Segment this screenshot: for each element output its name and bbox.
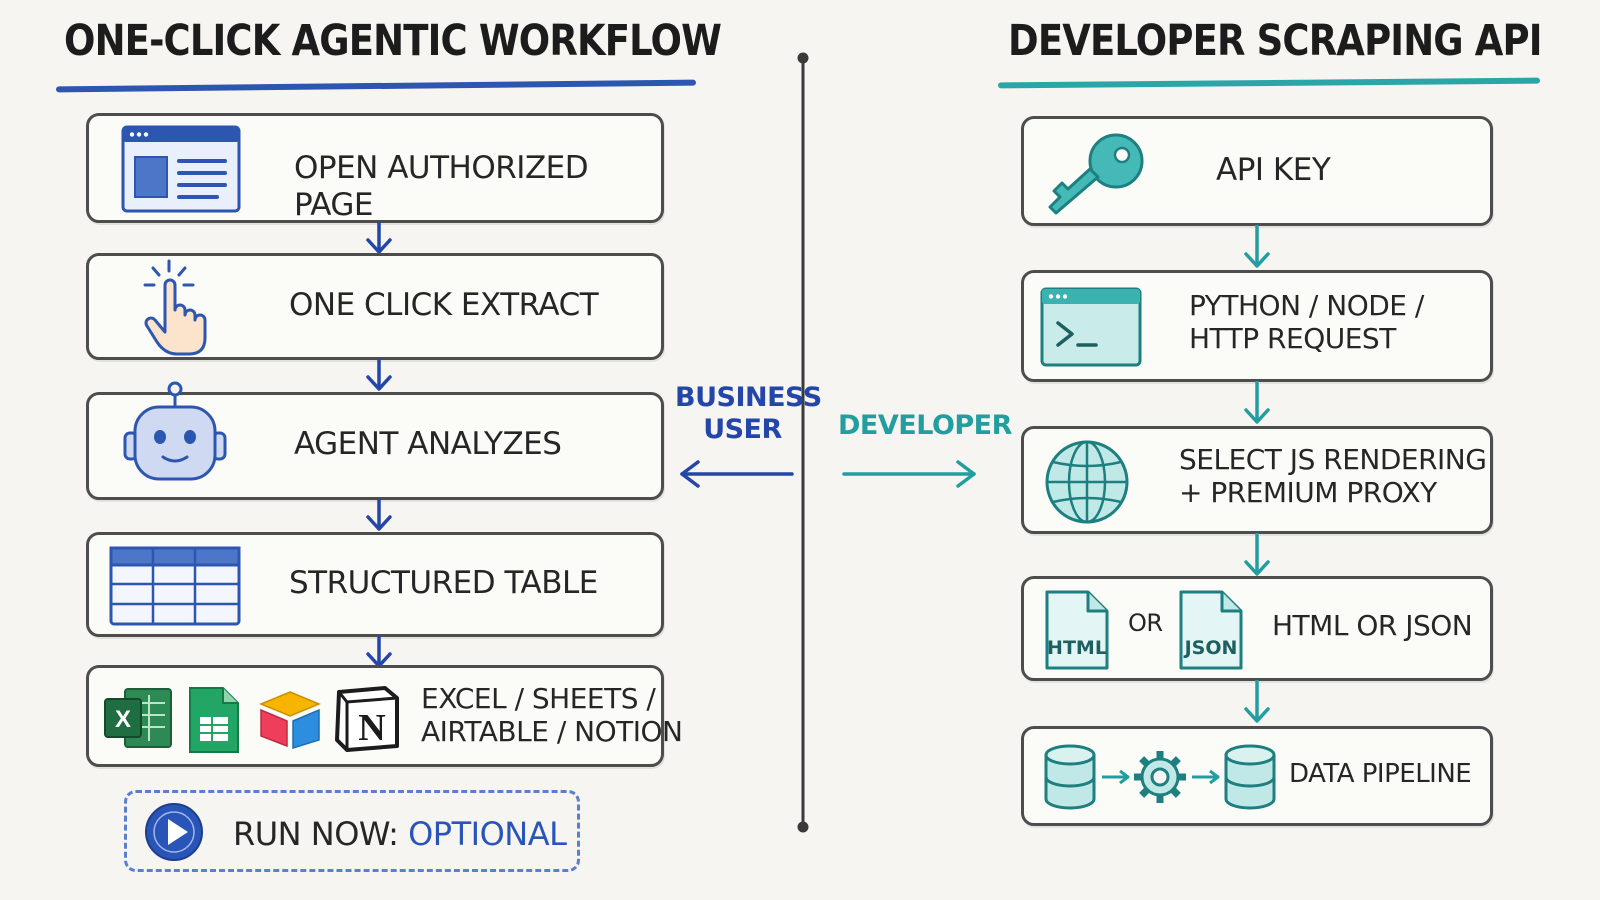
html-file-icon: HTML (1044, 589, 1110, 671)
gear-icon (1134, 751, 1186, 803)
run-now-key: RUN NOW: (233, 815, 399, 853)
business-user-line: BUSINESS (675, 382, 822, 413)
table-icon (109, 546, 241, 626)
robot-icon (123, 381, 227, 481)
step-label: STRUCTURED TABLE (289, 565, 598, 601)
run-now-value: OPTIONAL (408, 815, 567, 853)
run-now-text: RUN NOW: OPTIONAL (233, 815, 567, 853)
json-file-icon: JSON (1178, 589, 1244, 671)
right-arrow (842, 460, 976, 488)
left-panel-title: ONE-CLICK AGENTIC WORKFLOW (64, 16, 722, 66)
database-icon (1224, 744, 1276, 810)
left-arrow (680, 460, 794, 488)
step-label-line: HTTP REQUEST (1189, 322, 1396, 356)
step-label-line: SELECT JS RENDERING (1179, 443, 1487, 476)
step-one-click-extract: ONE CLICK EXTRACT (86, 253, 664, 360)
step-agent-analyzes: AGENT ANALYZES (86, 381, 664, 500)
step-export-destinations: X N EXCEL / SHEETS / AIRTABLE / NOTION (86, 665, 683, 767)
developer-label: DEVELOPER (838, 410, 1012, 441)
step-open-authorized-page: OPEN AUTHORIZED PAGE (86, 113, 664, 223)
down-arrow (366, 499, 392, 531)
play-icon (145, 803, 203, 861)
center-divider (797, 52, 809, 833)
file-shape (1179, 590, 1243, 670)
step-label-line: EXCEL / SHEETS / (421, 682, 656, 715)
json-file-label: JSON (1184, 637, 1238, 659)
step-label-line: AIRTABLE / NOTION (421, 715, 683, 749)
step-label: PYTHON / NODE / HTTP REQUEST (1189, 289, 1424, 355)
down-arrow (366, 359, 392, 391)
step-structured-table: STRUCTURED TABLE (86, 532, 664, 637)
svg-text:X: X (115, 706, 131, 733)
down-arrow (1244, 225, 1270, 268)
notion-icon: N (335, 686, 399, 752)
down-arrow (1244, 533, 1270, 576)
step-label: EXCEL / SHEETS / AIRTABLE / NOTION (421, 682, 683, 749)
key-icon (1048, 133, 1144, 215)
down-arrow (1244, 680, 1270, 723)
step-label: OPEN AUTHORIZED PAGE (294, 150, 589, 223)
file-shape (1045, 590, 1109, 670)
step-label: AGENT ANALYZES (294, 426, 562, 462)
database-icon (1044, 744, 1096, 810)
run-now-optional[interactable]: RUN NOW: OPTIONAL (124, 790, 580, 872)
step-label: API KEY (1216, 152, 1331, 188)
step-http-request: PYTHON / NODE / HTTP REQUEST (1021, 270, 1493, 382)
step-js-rendering-proxy: SELECT JS RENDERING + PREMIUM PROXY (1021, 426, 1493, 534)
step-label: HTML OR JSON (1272, 609, 1473, 642)
browser-window-icon (121, 125, 241, 213)
or-label: OR (1128, 609, 1163, 637)
business-user-label: BUSINESS USER (675, 382, 822, 447)
business-user-line: USER (703, 414, 782, 446)
airtable-icon (259, 691, 321, 750)
step-data-pipeline: DATA PIPELINE (1021, 726, 1493, 826)
right-panel-title: DEVELOPER SCRAPING API (1008, 16, 1543, 66)
sheets-icon (189, 687, 239, 753)
step-html-or-json: HTML OR JSON HTML OR JSON (1021, 576, 1493, 681)
globe-icon (1045, 440, 1129, 524)
excel-icon: X (104, 688, 172, 748)
step-label-line: PYTHON / NODE / (1189, 289, 1424, 322)
left-title-underline (55, 79, 697, 93)
svg-text:N: N (358, 707, 385, 749)
terminal-icon (1040, 287, 1142, 367)
html-file-label: HTML (1047, 637, 1107, 659)
step-label: ONE CLICK EXTRACT (289, 287, 599, 323)
down-arrow (366, 222, 392, 254)
down-arrow (1244, 381, 1270, 424)
step-label: DATA PIPELINE (1289, 759, 1472, 789)
step-api-key: API KEY (1021, 116, 1493, 226)
step-label: SELECT JS RENDERING + PREMIUM PROXY (1179, 443, 1487, 510)
data-pipeline-icon (1044, 744, 1276, 810)
pointer-click-icon (143, 259, 207, 356)
right-title-underline (997, 77, 1541, 89)
step-label-line: + PREMIUM PROXY (1179, 476, 1437, 510)
